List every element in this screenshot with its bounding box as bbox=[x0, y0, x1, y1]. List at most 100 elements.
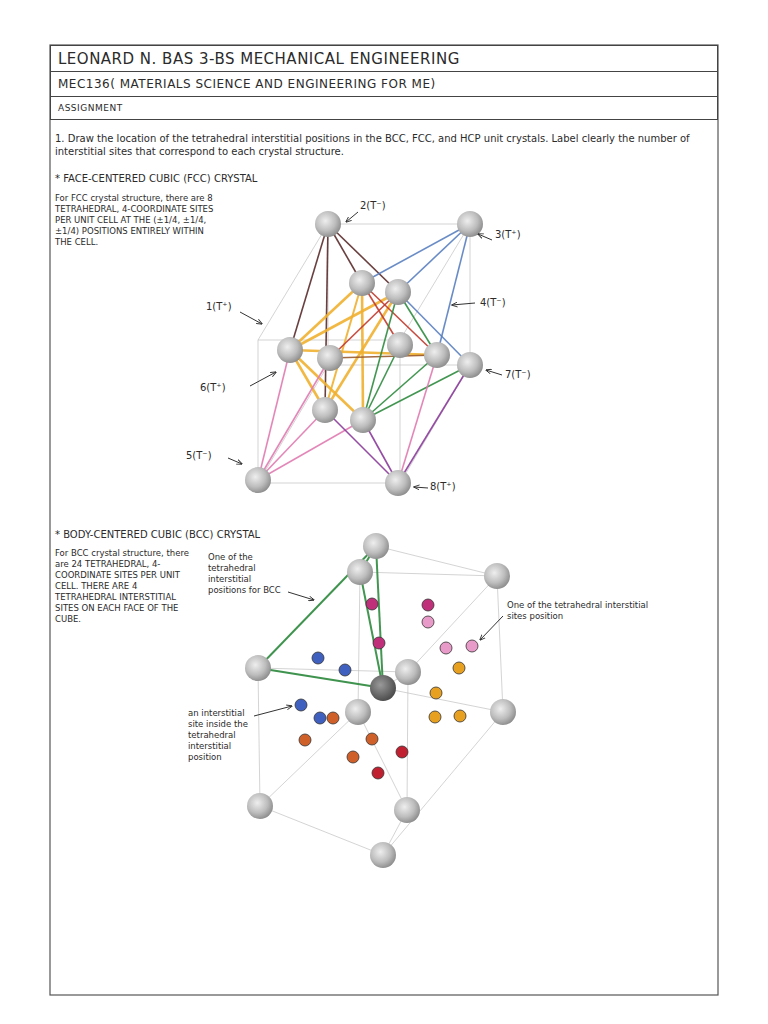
tetrahedron-edge bbox=[360, 572, 383, 688]
tetrahedron-edge bbox=[398, 224, 470, 292]
cell-edge bbox=[258, 224, 328, 340]
interstitial-site bbox=[422, 616, 434, 628]
interstitial-site bbox=[347, 751, 359, 763]
callout-number: 2(T⁻) bbox=[360, 199, 410, 212]
atom bbox=[277, 337, 303, 363]
interstitial-site bbox=[314, 712, 326, 724]
cell-edge bbox=[497, 576, 503, 712]
atom bbox=[457, 352, 483, 378]
interstitial-site bbox=[466, 640, 478, 652]
tetrahedron-edge bbox=[258, 546, 376, 668]
header-text: MEC136( MATERIALS SCIENCE AND ENGINEERIN… bbox=[58, 77, 436, 91]
cell-edge bbox=[258, 546, 376, 668]
interstitial-site bbox=[295, 699, 307, 711]
interstitial-site bbox=[373, 637, 385, 649]
cell-edge bbox=[328, 224, 470, 225]
leader-arrow bbox=[414, 487, 428, 488]
leader-arrow bbox=[250, 372, 276, 386]
tetrahedron-edge bbox=[398, 355, 437, 483]
atom bbox=[363, 533, 389, 559]
atom bbox=[347, 559, 373, 585]
atom bbox=[345, 699, 371, 725]
cell-edge bbox=[260, 806, 383, 855]
interstitial-site bbox=[453, 662, 465, 674]
atom bbox=[395, 659, 421, 685]
atom bbox=[457, 211, 483, 237]
interstitial-site bbox=[366, 733, 378, 745]
callout-number: 1(T⁺) bbox=[206, 300, 256, 313]
callout-number: 7(T⁻) bbox=[505, 368, 555, 381]
cell-edge bbox=[260, 712, 358, 806]
atom bbox=[247, 793, 273, 819]
interstitial-site bbox=[299, 734, 311, 746]
tetrahedron-edge bbox=[290, 350, 437, 355]
cell-edge bbox=[258, 340, 400, 341]
cell-edge bbox=[258, 483, 400, 484]
leader-arrow bbox=[486, 370, 502, 375]
leader-arrow bbox=[480, 616, 503, 640]
leader-arrow bbox=[288, 592, 314, 600]
atom bbox=[370, 842, 396, 868]
cell-edge bbox=[358, 712, 407, 810]
cell-edge bbox=[383, 688, 503, 712]
annotation-note: an interstitial site inside the tetrahed… bbox=[188, 708, 252, 763]
tetrahedron-edge bbox=[363, 292, 398, 420]
interstitial-site bbox=[339, 664, 351, 676]
header-text: LEONARD N. BAS 3-BS MECHANICAL ENGINEERI… bbox=[58, 50, 460, 68]
atom bbox=[370, 675, 396, 701]
cell-edge bbox=[358, 572, 360, 712]
tetrahedron-edge bbox=[258, 668, 383, 688]
interstitial-site bbox=[327, 712, 339, 724]
cell-edge bbox=[258, 340, 259, 483]
atom bbox=[315, 211, 341, 237]
tetrahedron-edge bbox=[437, 224, 470, 355]
fcc-figure bbox=[228, 211, 502, 496]
cell-edge bbox=[328, 365, 470, 366]
atom bbox=[245, 655, 271, 681]
tetrahedron-edge bbox=[258, 350, 290, 480]
cell-edge bbox=[258, 365, 328, 483]
atom bbox=[312, 397, 338, 423]
tetrahedron-edge bbox=[398, 365, 470, 483]
atom bbox=[424, 342, 450, 368]
description-note: For BCC crystal structure, there are 24 … bbox=[55, 548, 195, 625]
interstitial-site bbox=[422, 599, 434, 611]
callout-number: 8(T⁺) bbox=[430, 480, 480, 493]
leader-arrow bbox=[228, 458, 242, 464]
cell-edge bbox=[400, 340, 401, 483]
atom bbox=[350, 407, 376, 433]
cell-edge bbox=[376, 546, 497, 576]
tetrahedron-edge bbox=[330, 355, 437, 358]
cell-edge bbox=[360, 572, 497, 576]
header-row: MEC136( MATERIALS SCIENCE AND ENGINEERIN… bbox=[50, 71, 718, 97]
description-note: For FCC crystal structure, there are 8 T… bbox=[55, 193, 215, 248]
annotation-note: One of the tetrahedral interstitial site… bbox=[507, 600, 657, 622]
atom bbox=[245, 467, 271, 493]
atom bbox=[385, 279, 411, 305]
cell-edge bbox=[258, 668, 383, 688]
atom bbox=[387, 332, 413, 358]
interstitial-site bbox=[396, 746, 408, 758]
leader-arrow bbox=[240, 312, 262, 324]
question-text: 1. Draw the location of the tetrahedral … bbox=[55, 132, 715, 158]
leader-arrow bbox=[254, 706, 292, 716]
interstitial-site bbox=[454, 710, 466, 722]
annotation-note: One of the tetrahedral interstitial posi… bbox=[208, 552, 288, 596]
interstitial-site bbox=[430, 687, 442, 699]
header-row: ASSIGNMENT bbox=[50, 96, 718, 120]
interstitial-site bbox=[366, 598, 378, 610]
callout-number: 3(T⁺) bbox=[495, 228, 545, 241]
callout-number: 5(T⁻) bbox=[186, 449, 236, 462]
cell-edge bbox=[383, 712, 503, 855]
interstitial-site bbox=[429, 711, 441, 723]
atom bbox=[385, 470, 411, 496]
header-row: LEONARD N. BAS 3-BS MECHANICAL ENGINEERI… bbox=[50, 45, 718, 72]
header-text: ASSIGNMENT bbox=[58, 103, 123, 113]
page-frame bbox=[50, 45, 718, 995]
callout-number: 6(T⁺) bbox=[200, 381, 250, 394]
cell-edge bbox=[400, 224, 470, 340]
leader-arrow bbox=[478, 234, 492, 240]
atom bbox=[394, 797, 420, 823]
leader-arrow bbox=[452, 303, 475, 305]
section-heading: * BODY-CENTERED CUBIC (BCC) CRYSTAL bbox=[55, 528, 375, 541]
